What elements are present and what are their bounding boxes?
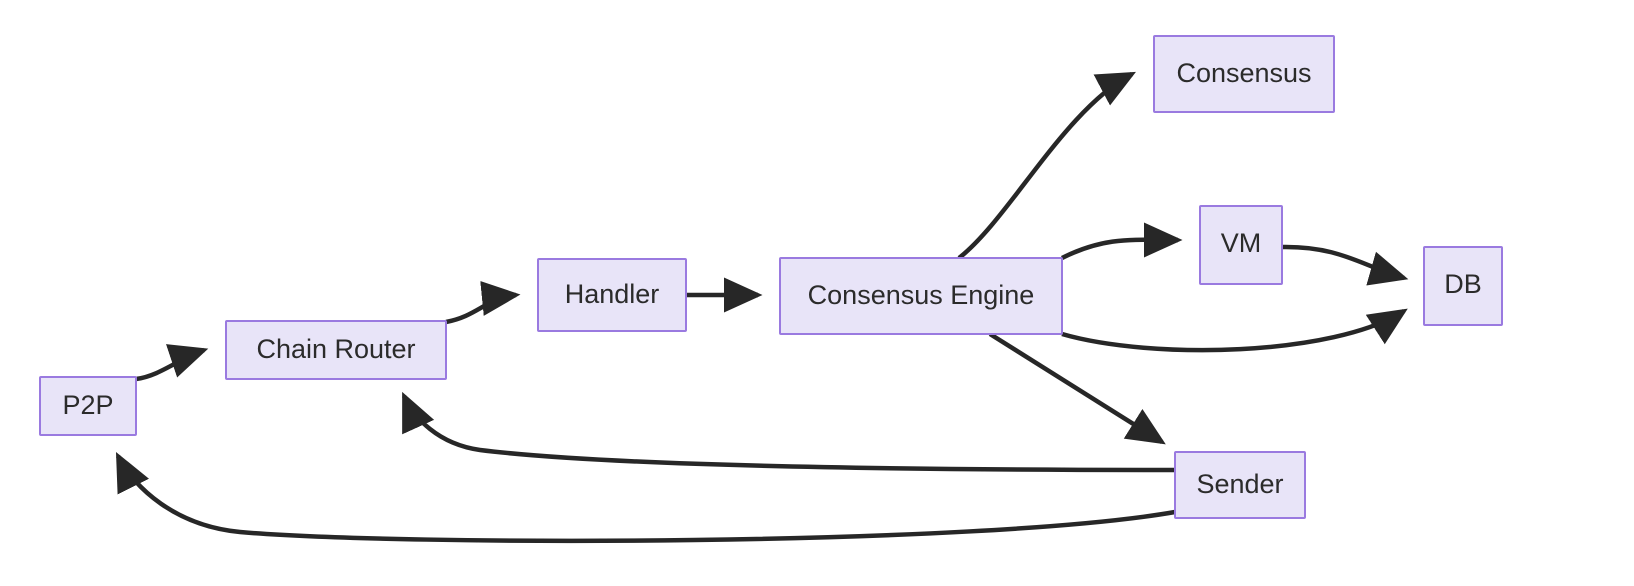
edge-vm-to-db [1281,244,1409,286]
node-sender-rect[interactable] [1174,451,1306,519]
node-chain-router-rect[interactable] [225,320,447,380]
node-sender[interactable]: Sender [1174,451,1306,519]
node-handler-rect[interactable] [537,258,687,332]
node-consensus-rect[interactable] [1153,35,1335,113]
node-chain-router[interactable]: Chain Router [225,320,447,380]
edge-consensus-engine-to-sender [988,332,1166,445]
edge-consensus-engine-to-consensus [957,71,1136,260]
node-vm-rect[interactable] [1199,205,1283,285]
edge-chain-router-to-handler [445,280,521,325]
node-vm[interactable]: VM [1199,205,1283,285]
node-consensus-engine-rect[interactable] [779,257,1063,335]
edge-layer [115,71,1409,544]
node-layer: P2P Chain Router Handler Consensus Engin… [39,35,1503,519]
edge-consensus-engine-to-vm [1060,222,1183,261]
node-consensus[interactable]: Consensus [1153,35,1335,113]
edge-consensus-engine-to-db [1061,308,1408,353]
edge-p2p-to-chain-router [135,344,209,382]
node-db[interactable]: DB [1423,246,1503,326]
node-db-rect[interactable] [1423,246,1503,326]
edge-sender-to-p2p [115,451,1176,544]
edge-sender-to-chain-router [401,391,1176,473]
node-p2p[interactable]: P2P [39,376,137,436]
node-consensus-engine[interactable]: Consensus Engine [779,257,1063,335]
node-handler[interactable]: Handler [537,258,687,332]
node-p2p-rect[interactable] [39,376,137,436]
